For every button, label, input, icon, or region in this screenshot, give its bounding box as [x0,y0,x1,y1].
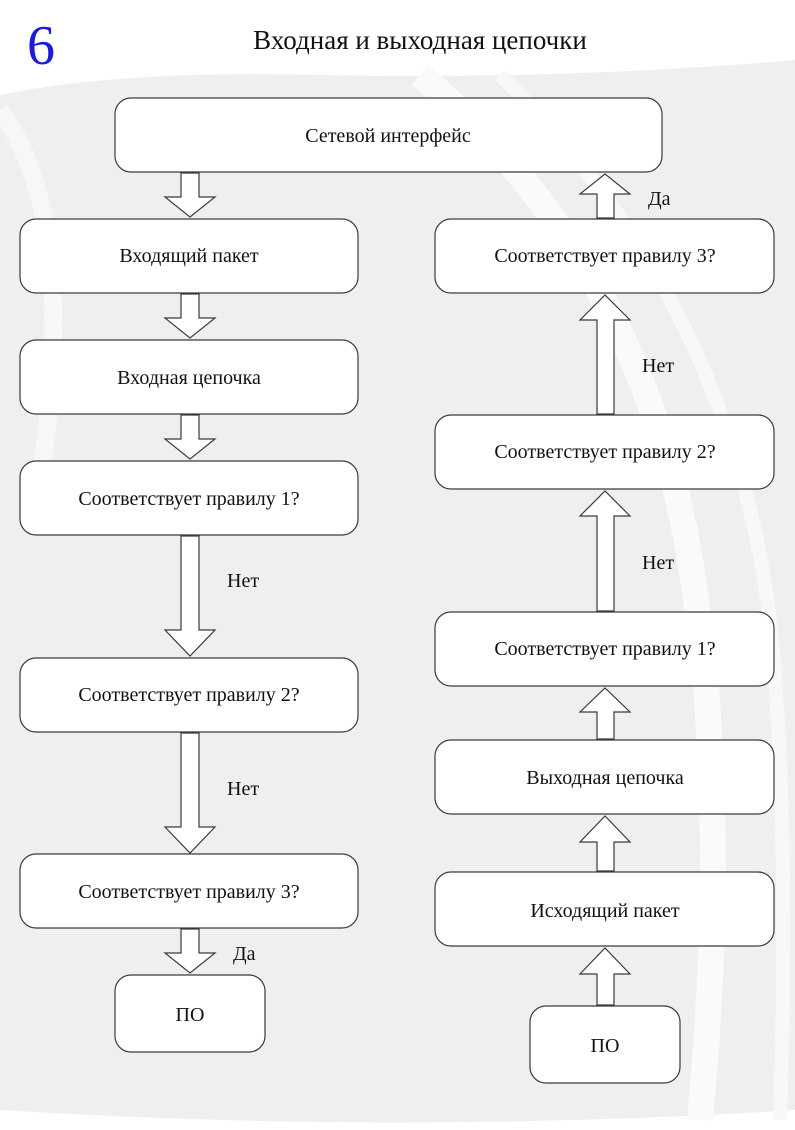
node-network-interface-label: Сетевой интерфейс [305,125,471,147]
edge-label-in-no-2: Нет [227,778,259,800]
edge-label-out-yes: Да [648,188,671,210]
node-input-chain-label: Входная цепочка [117,367,261,389]
arrow-outgoing-to-output-chain [578,815,632,872]
arrow-out-rule-2-to-rule-3 [578,294,632,415]
node-out-rule-1: Соответствует правилу 1? [434,611,775,687]
arrow-interface-to-incoming [163,172,217,218]
arrow-in-rule-2-to-rule-3 [163,732,217,854]
node-in-software: ПО [114,974,266,1053]
node-out-rule-2-label: Соответствует правилу 2? [494,441,715,463]
node-incoming-packet-label: Входящий пакет [119,245,259,267]
node-in-rule-2-label: Соответствует правилу 2? [78,684,299,706]
arrow-incoming-to-chain [163,293,217,339]
arrow-out-rule-3-to-interface [578,173,632,219]
node-in-rule-3-label: Соответствует правилу 3? [78,881,299,903]
arrow-output-chain-to-rule-1 [578,687,632,740]
node-output-chain-label: Выходная цепочка [526,767,684,789]
slide-title: Входная и выходная цепочки [253,25,587,55]
node-output-chain: Выходная цепочка [434,739,775,815]
node-in-rule-3: Соответствует правилу 3? [19,853,359,929]
node-in-rule-1: Соответствует правилу 1? [19,460,359,536]
node-out-software: ПО [529,1005,681,1084]
node-in-rule-2: Соответствует правилу 2? [19,657,359,733]
edge-label-in-yes: Да [233,943,256,965]
arrow-in-rule-3-to-software [163,928,217,974]
edge-label-out-no-2: Нет [642,552,674,574]
node-out-rule-1-label: Соответствует правилу 1? [494,638,715,660]
node-out-rule-3: Соответствует правилу 3? [434,218,775,294]
node-outgoing-packet: Исходящий пакет [434,871,775,947]
node-network-interface: Сетевой интерфейс [114,97,663,173]
node-incoming-packet: Входящий пакет [19,218,359,294]
node-input-chain: Входная цепочка [19,339,359,415]
edge-label-in-no-1: Нет [227,570,259,592]
edge-label-out-no-1: Нет [642,355,674,377]
node-out-software-label: ПО [591,1035,620,1057]
node-in-software-label: ПО [176,1004,205,1026]
node-out-rule-3-label: Соответствует правилу 3? [494,245,715,267]
node-in-rule-1-label: Соответствует правилу 1? [78,488,299,510]
arrow-chain-to-rule-1 [163,414,217,460]
arrow-in-rule-1-to-rule-2 [163,535,217,657]
arrow-software-to-outgoing [578,947,632,1006]
node-outgoing-packet-label: Исходящий пакет [530,900,680,922]
slide-number: 6 [27,15,55,77]
node-out-rule-2: Соответствует правилу 2? [434,414,775,490]
arrow-out-rule-1-to-rule-2 [578,490,632,612]
